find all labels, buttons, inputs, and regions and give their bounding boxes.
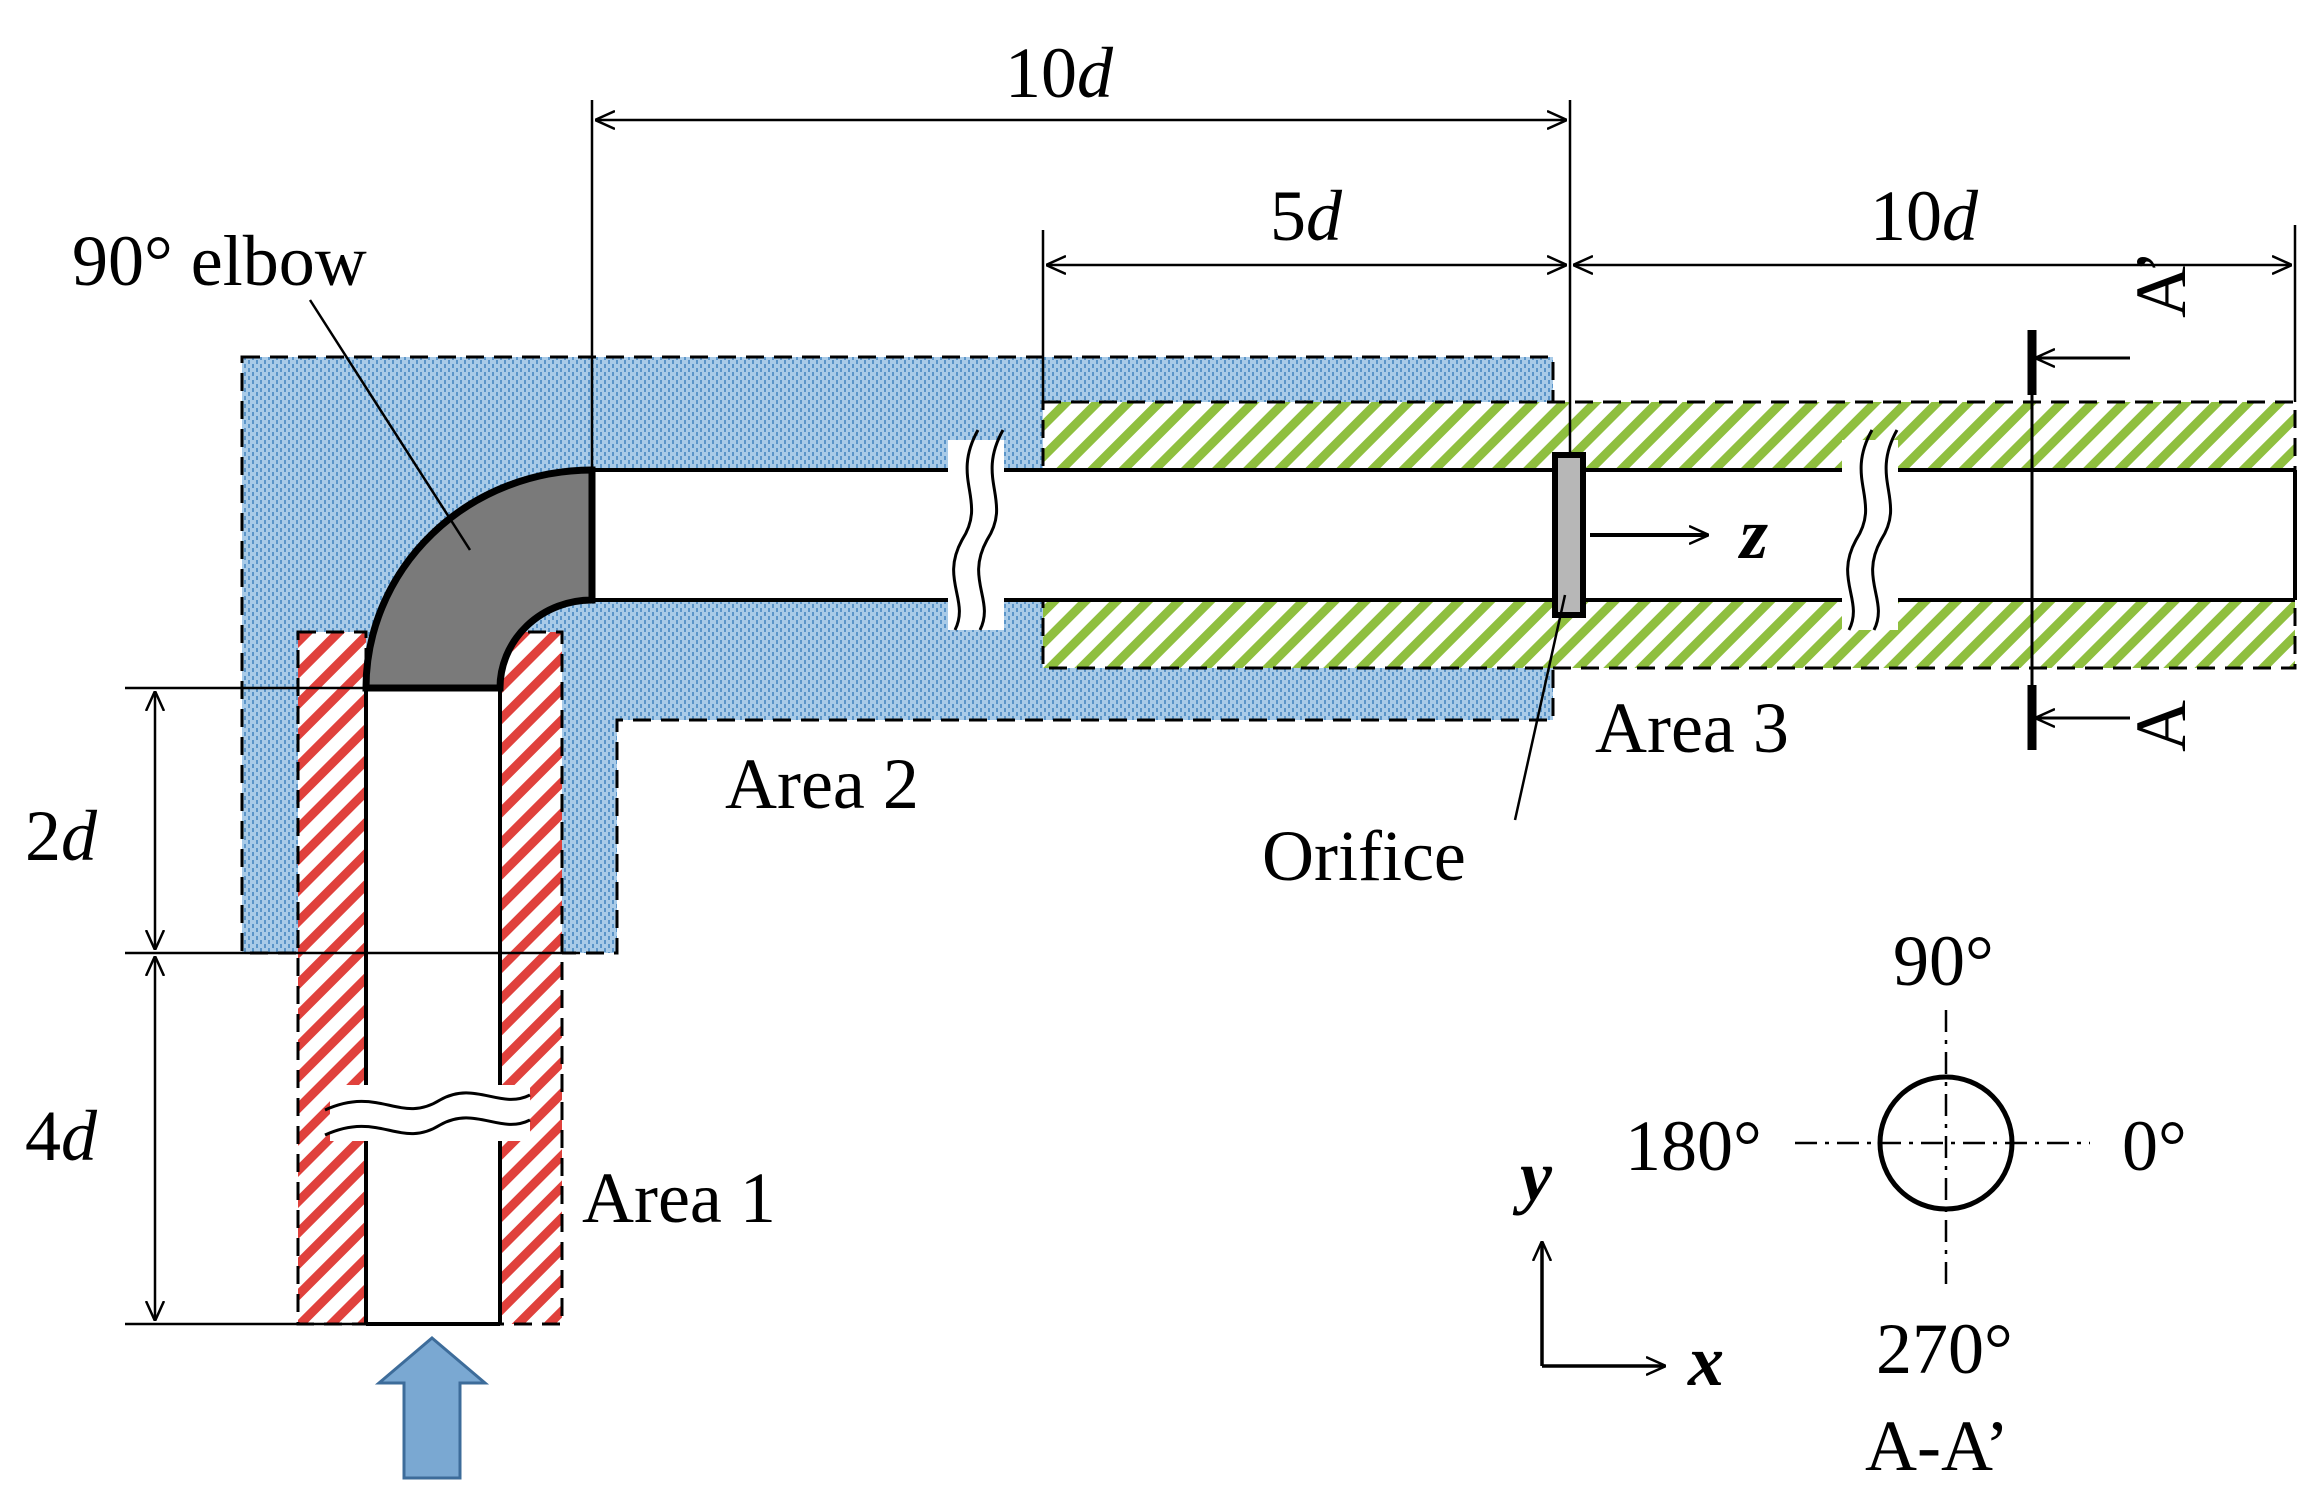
section-marker: A’ A (2027, 250, 2201, 752)
break-mark-downstream (1842, 429, 1899, 631)
break-mark-upstream (948, 429, 1005, 631)
angle-180-label: 180° (1625, 1106, 1762, 1186)
break-mark-vertical (324, 1085, 531, 1141)
pipe-vertical (366, 688, 500, 1324)
elbow-fitting (362, 466, 596, 692)
z-axis-label: z (1737, 494, 1768, 574)
area2-label: Area 2 (725, 744, 919, 824)
dim-4d: 4d (25, 1096, 98, 1176)
dim-5d: 5d (1270, 176, 1343, 256)
area1-band-right (498, 630, 564, 1326)
cross-section-view: 90° 180° 0° 270° A-A’ (1625, 921, 2187, 1486)
y-axis-label: y (1512, 1136, 1553, 1216)
dim-top-10d: 10d (1005, 33, 1114, 113)
area1-label: Area 1 (582, 1158, 776, 1238)
orifice-plate (1552, 452, 1586, 618)
angle-270-label: 270° (1876, 1309, 2013, 1389)
area3-band-bottom (1041, 598, 2297, 670)
area1-band-left (296, 630, 368, 1326)
elbow-label: 90° elbow (72, 221, 367, 301)
angle-0-label: 0° (2122, 1106, 2187, 1186)
xy-axes: y x (1512, 1136, 1724, 1401)
orifice-label: Orifice (1262, 816, 1466, 896)
dim-2d: 2d (25, 796, 98, 876)
angle-90-label: 90° (1893, 921, 1994, 1001)
area3-band-top (1041, 400, 2297, 472)
pipe-horizontal (592, 470, 2295, 600)
section-label-a-prime: A’ (2121, 250, 2201, 318)
cross-section-caption: A-A’ (1865, 1406, 2009, 1486)
section-label-a: A (2121, 700, 2201, 752)
area3-label: Area 3 (1595, 688, 1789, 768)
dim-10d-downstream: 10d (1870, 176, 1979, 256)
x-axis-label: x (1687, 1321, 1724, 1401)
flow-inlet-arrow (374, 1336, 490, 1480)
